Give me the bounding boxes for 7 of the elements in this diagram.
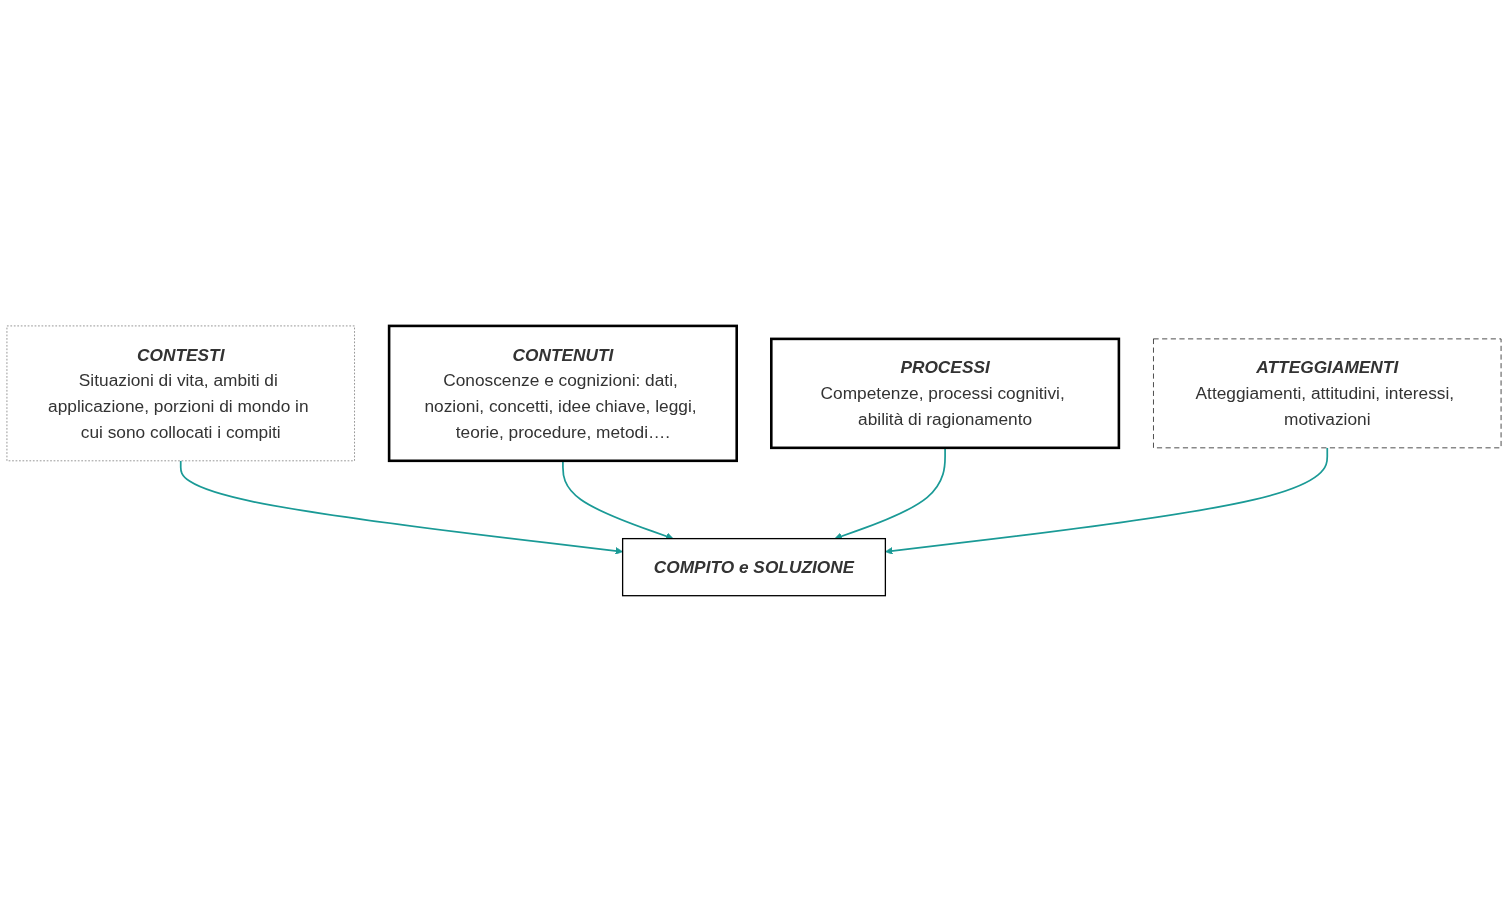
node-box: PROCESSI Competenze, processi cognitivi, abilità di ragionamento	[770, 337, 1121, 450]
arrow	[885, 447, 1329, 555]
node-box: CONTESTI Situazioni di vita, ambiti di applicazione, porzioni di mondo in cui sono collocati i compiti	[6, 325, 355, 462]
node-box: COMPITO e SOLUZIONE	[621, 538, 886, 597]
arrow	[179, 460, 623, 555]
node-box: ATTEGGIAMENTI Atteggiamenti, attitudini, interessi, motivazioni	[1153, 338, 1502, 449]
node-box: CONTENUTI Conoscenze e cognizioni: dati, nozioni, concetti, idee chiave, leggi, teorie, procedure, metodi….	[387, 324, 738, 463]
